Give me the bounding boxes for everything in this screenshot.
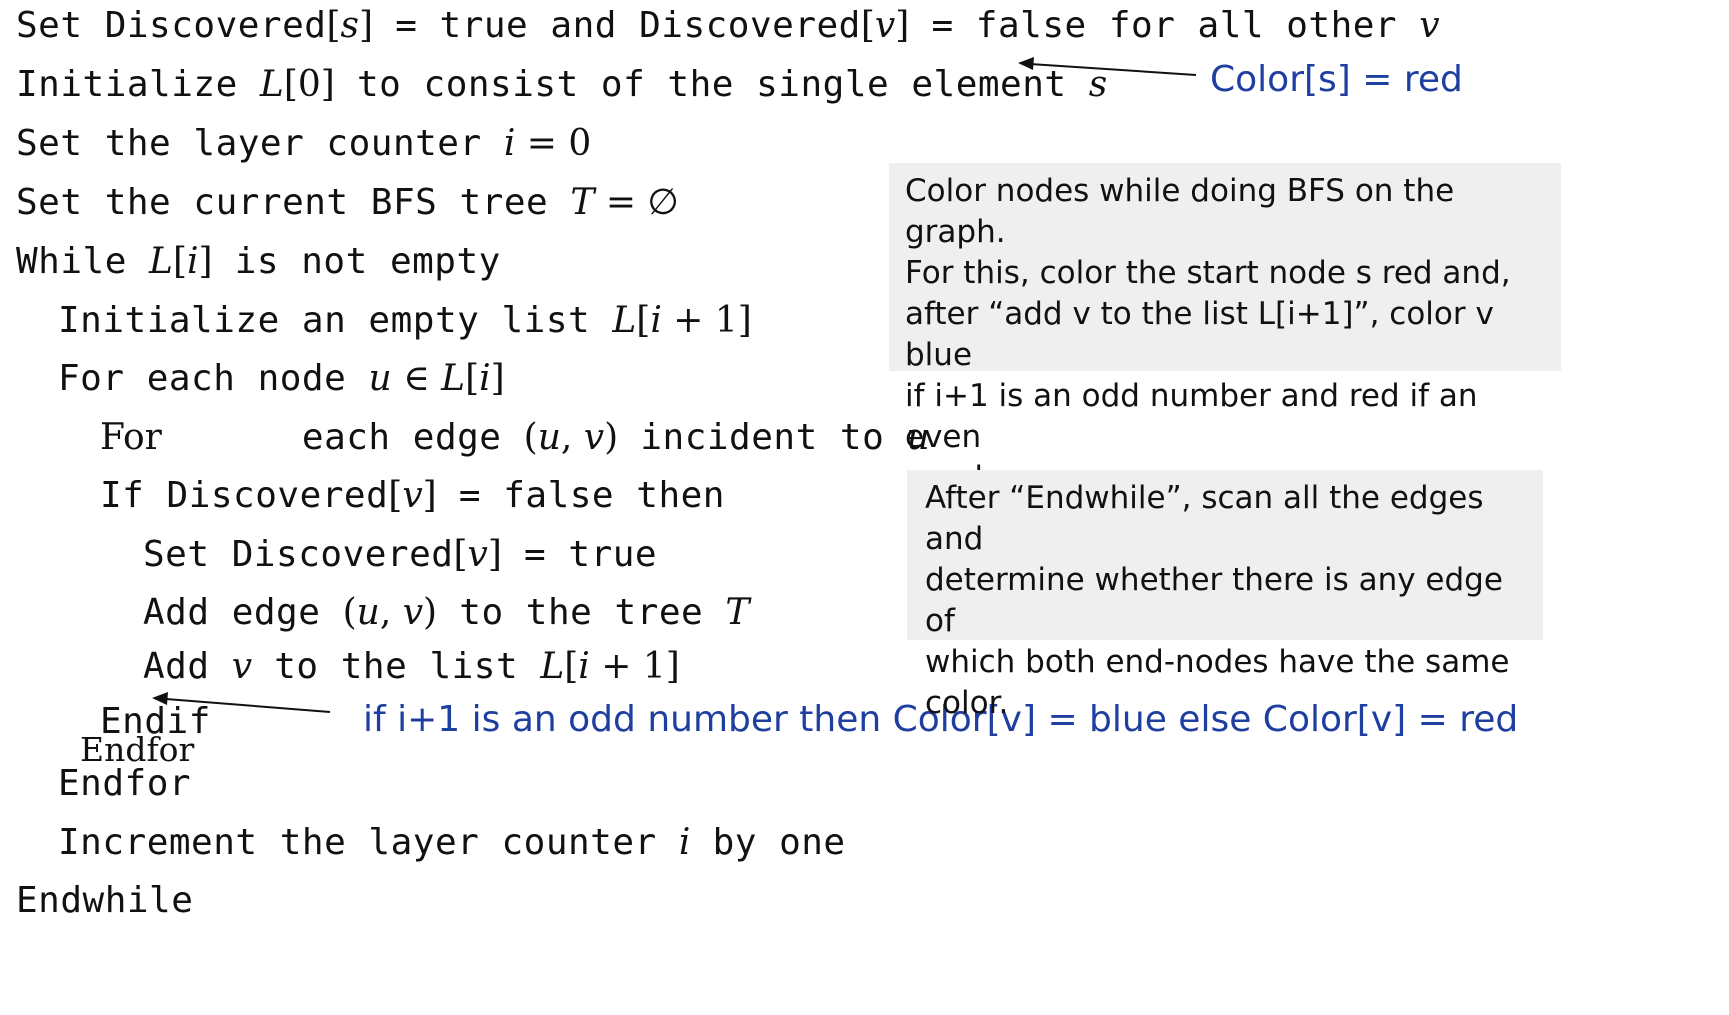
- annotation-color-s: Color[s] = red: [1210, 59, 1463, 100]
- code-line-endfor: Endfor: [58, 763, 192, 804]
- arrow-to-endif: [152, 692, 331, 713]
- code-line-9: If Discovered[v] = false then: [100, 475, 725, 516]
- annotation-color-v: if i+1 is an odd number then Color[v] = …: [363, 699, 1519, 740]
- for-keyword: For: [100, 417, 162, 458]
- code-line-10: Set Discovered[v] = true: [143, 534, 658, 575]
- code-line-7: For each node u ∈ L[i]: [58, 358, 505, 399]
- code-line-11: Add edge (u, v) to the tree T: [143, 592, 750, 633]
- note-color-bfs: Color nodes while doing BFS on the graph…: [889, 163, 1561, 496]
- note-scan-edges: After “Endwhile”, scan all the edges and…: [907, 470, 1543, 721]
- code-line-3: Set the layer counter i = 0: [16, 123, 592, 164]
- code-line-1: Set Discovered[s] = true and Discovered[…: [16, 5, 1440, 46]
- code-line-4: Set the current BFS tree T = ∅: [16, 182, 679, 223]
- code-line-endwhile: Endwhile: [16, 880, 194, 921]
- code-line-endfor-inner: Endfor: [80, 730, 195, 769]
- code-line-2: Initialize L[0] to consist of the single…: [16, 64, 1108, 105]
- code-line-5: While L[i] is not empty: [16, 241, 501, 282]
- code-line-6: Initialize an empty list L[i + 1]: [58, 300, 752, 341]
- code-line-endif: Endif: [100, 701, 211, 742]
- arrow-to-s: [1018, 57, 1197, 76]
- code-line-12: Add v to the list L[i + 1]: [143, 646, 680, 687]
- code-line-increment: Increment the layer counter i by one: [58, 822, 846, 863]
